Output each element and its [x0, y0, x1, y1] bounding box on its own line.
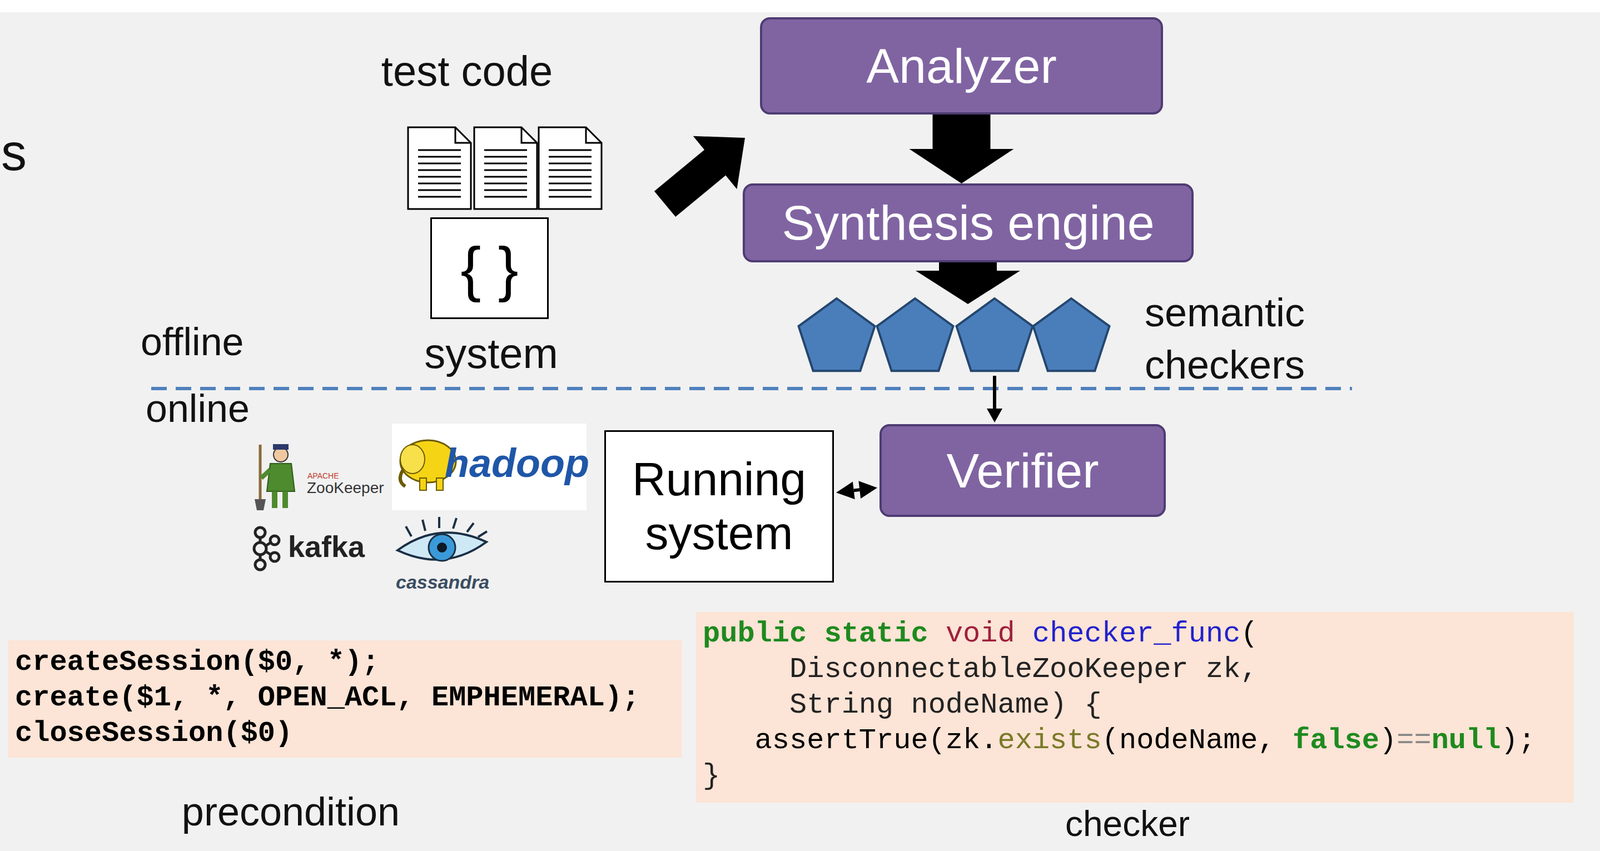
box-heading: precondition — [181, 788, 400, 836]
keeper-arm — [261, 469, 271, 479]
arrow-head — [986, 408, 1003, 423]
system-box: { }system — [430, 217, 549, 320]
node-body: Running system — [605, 452, 833, 560]
text-label: kafka — [287, 529, 365, 564]
kafka-logo — [254, 527, 280, 570]
checker-pentagon — [1033, 298, 1110, 371]
hadoop-leg — [419, 478, 427, 491]
kafka-link — [265, 551, 271, 555]
code-line: } — [702, 758, 1568, 795]
hadoop-leg — [436, 478, 444, 491]
kafka-node — [255, 559, 266, 570]
kafka-node — [270, 535, 280, 545]
code-token: false — [1292, 724, 1380, 758]
cassandra-logo — [397, 517, 488, 561]
code-line: String nodeName) { — [702, 687, 1568, 724]
node-body: public static void checker_func(Disconne… — [702, 616, 1568, 795]
box-label: Synthesis engine — [781, 194, 1155, 252]
code-line: DisconnectableZooKeeper zk, — [702, 652, 1568, 688]
code-token: exists — [997, 724, 1102, 758]
connector — [836, 480, 878, 500]
block-arrow — [915, 262, 1021, 305]
running-system-box: Running system — [604, 430, 834, 583]
kafka-link — [259, 554, 262, 560]
code-line: closeSession($0) — [15, 716, 675, 752]
checker-pentagon — [956, 298, 1033, 371]
document — [538, 127, 602, 210]
thin-arrow — [992, 375, 997, 410]
code-box: createSession($0, *);create($1, *, OPEN_… — [8, 640, 682, 758]
keeper-leg — [282, 491, 288, 509]
shovel-blade — [254, 499, 266, 511]
kafka-link — [259, 537, 262, 543]
process-box: Verifier — [879, 424, 1166, 518]
document-icons — [408, 127, 602, 210]
document-fold — [585, 127, 602, 143]
text-label: hadoop — [444, 440, 590, 487]
text-label: test code — [381, 46, 553, 96]
code-token: void — [945, 617, 1016, 651]
offline-online-divider — [151, 386, 1353, 391]
keeper-leg — [271, 491, 278, 509]
code-box: public static void checker_func(Disconne… — [696, 612, 1574, 803]
box-heading: checker — [1065, 803, 1190, 846]
node-body: Analyzer — [866, 37, 1057, 95]
cassandra-iris — [428, 534, 456, 561]
box-label: { } — [460, 232, 519, 304]
arrow-head — [836, 481, 856, 500]
hadoop-ear — [400, 444, 425, 474]
kafka-node — [254, 542, 267, 555]
code-line: createSession($0, *); — [15, 644, 675, 681]
document — [408, 127, 471, 210]
document-fold — [521, 127, 538, 143]
kafka-link — [265, 542, 271, 546]
input-arrow — [654, 136, 745, 217]
cassandra-lashes — [405, 517, 488, 538]
text-label: offline — [140, 319, 245, 365]
code-token: == — [1396, 724, 1431, 758]
code-token: public static — [702, 617, 929, 651]
code-token: null — [1431, 724, 1502, 758]
box-label: Analyzer — [866, 37, 1057, 95]
node-body: { } — [460, 232, 519, 304]
code-line: assertTrue(zk.exists(nodeName, false)==n… — [702, 723, 1568, 759]
process-box: Synthesis engine — [742, 183, 1194, 263]
node-body: Verifier — [946, 442, 1100, 500]
text-label: semantic checkers — [1144, 286, 1345, 391]
block-arrow — [909, 114, 1015, 184]
node-body: Synthesis engine — [781, 194, 1155, 252]
keeper-hat — [272, 444, 289, 450]
node-body: createSession($0, *);create($1, *, OPEN_… — [15, 644, 675, 752]
shovel-handle — [259, 444, 262, 501]
checker-pentagon — [877, 298, 954, 371]
code-line: public static void checker_func( — [702, 616, 1568, 653]
text-label: ZooKeeper — [306, 479, 385, 498]
keeper-coat — [266, 463, 295, 492]
top-strip — [0, 0, 1600, 13]
text-label: APACHE — [307, 471, 340, 481]
cassandra-pupil — [436, 542, 447, 553]
process-box: Analyzer — [759, 17, 1164, 115]
text-label: cassandra — [395, 571, 490, 594]
zookeeper-logo — [254, 444, 295, 511]
kafka-node — [270, 552, 280, 562]
document-lines — [418, 147, 461, 202]
document — [474, 127, 538, 210]
text-label: online — [145, 386, 250, 432]
document-lines — [484, 147, 528, 202]
kafka-node — [255, 527, 266, 538]
box-label: Verifier — [946, 442, 1100, 500]
text-label: s — [1, 123, 27, 183]
box-heading: system — [424, 329, 559, 378]
code-token: checker_func — [1032, 617, 1241, 651]
document-lines — [548, 147, 592, 202]
checker-pentagon — [798, 298, 876, 371]
box-label: Running system — [605, 452, 833, 560]
arrow-head — [858, 480, 878, 499]
connector-line — [853, 489, 860, 491]
hadoop-trunk — [400, 469, 406, 487]
document-fold — [455, 127, 471, 143]
code-line: create($1, *, OPEN_ACL, EMPHEMERAL); — [15, 680, 675, 717]
